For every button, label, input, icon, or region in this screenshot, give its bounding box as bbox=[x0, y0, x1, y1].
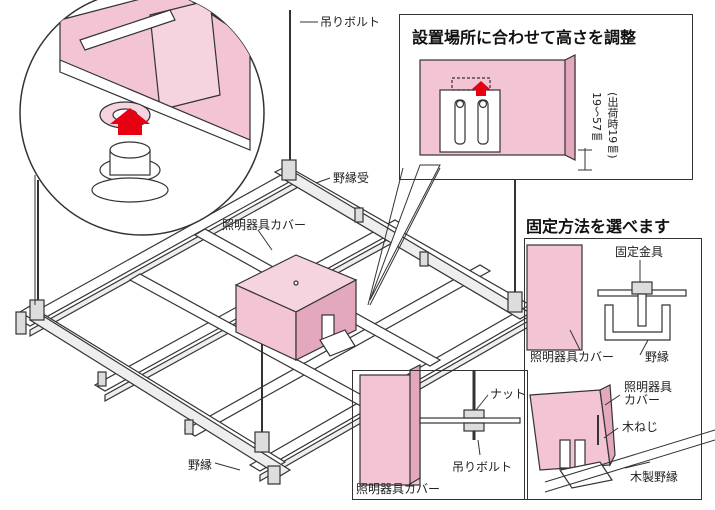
wooden-nobuchi-label: 木製野縁 bbox=[630, 470, 679, 484]
height-adjust-panel bbox=[399, 14, 693, 180]
height-shipping-label: (出荷時19㎜) bbox=[606, 92, 619, 159]
height-adjust-title: 設置場所に合わせて高さを調整 bbox=[412, 28, 637, 47]
nut-label: ナット bbox=[490, 387, 527, 401]
fixing-methods-title: 固定方法を選べます bbox=[526, 217, 671, 236]
magnified-detail bbox=[19, 0, 265, 305]
nobuchi-uke-label: 野縁受 bbox=[333, 171, 370, 185]
nobuchi-inset-label: 野縁 bbox=[645, 350, 670, 364]
hanging-bolt-inset-label: 吊りボルト bbox=[452, 460, 513, 474]
fixing-methods-panel bbox=[524, 238, 702, 500]
fixing-bracket-label: 固定金具 bbox=[615, 245, 664, 259]
wood-screw-method-drawing bbox=[529, 384, 715, 493]
fixture-cover-inset-label: 照明器具カバー bbox=[356, 482, 441, 496]
height-panel-drawing bbox=[419, 54, 592, 171]
leader-lines bbox=[214, 21, 651, 471]
up-arrow-icon bbox=[110, 108, 150, 135]
fixture-cover-br-label-1: 照明器具 bbox=[624, 380, 673, 394]
fixture-cover-box bbox=[234, 254, 358, 361]
nut-method-panel bbox=[352, 370, 528, 500]
nobuchi-label: 野縁 bbox=[188, 458, 213, 472]
callout-wedge bbox=[367, 164, 441, 306]
fixture-cover-label: 照明器具カバー bbox=[222, 218, 307, 232]
fixture-cover-right-label: 照明器具カバー bbox=[530, 350, 615, 364]
wood-screw-label: 木ねじ bbox=[622, 420, 659, 434]
bracket-method-drawing bbox=[526, 244, 687, 351]
height-range-label: 19〜57㎜ bbox=[590, 92, 603, 142]
nut-method-drawing bbox=[359, 364, 521, 486]
fixture-cover-br-label-2: カバー bbox=[624, 393, 661, 407]
hanging-bolt-label: 吊りボルト bbox=[320, 15, 381, 29]
